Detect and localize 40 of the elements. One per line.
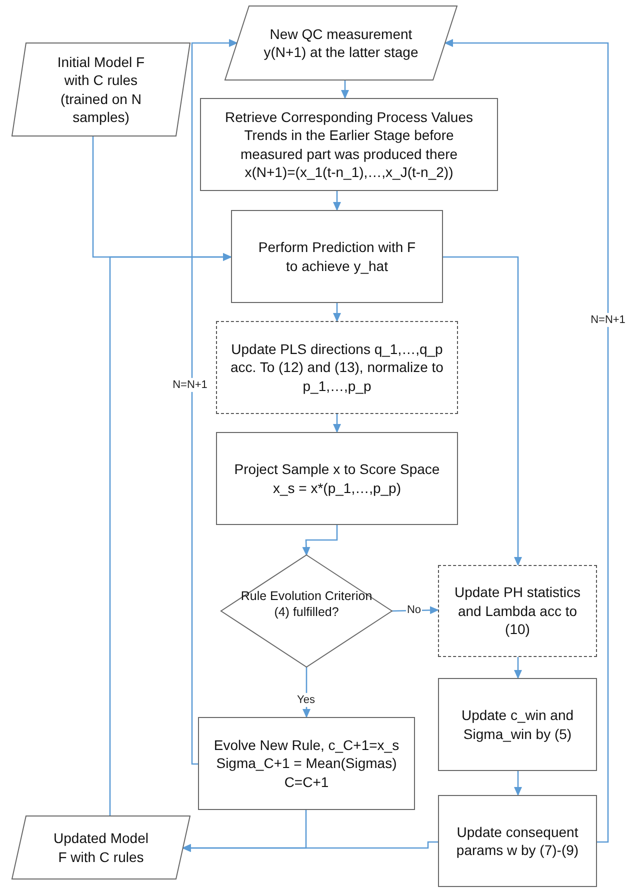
input-output-parallelogram: [225, 6, 457, 80]
process-box: [198, 717, 415, 810]
connector-arrow: [333, 303, 341, 322]
connector-arrow: [333, 191, 341, 211]
process-box: [216, 321, 458, 414]
process-box: [438, 795, 597, 887]
input-output-parallelogram: [12, 816, 190, 879]
process-box: [231, 210, 443, 303]
process-box: [438, 678, 597, 771]
connector-arrow: [341, 80, 349, 99]
connector-arrow: [182, 841, 438, 852]
node-text: Update consequent params w by (7)-(9): [455, 822, 580, 860]
node-text: Project Sample x to Score Space x_s = x*(p_1,…,p_p): [233, 460, 441, 497]
node-text: Perform Prediction with F to achieve y_hat: [257, 238, 417, 275]
connector-arrow: [302, 525, 338, 556]
connector-arrow: [514, 771, 522, 796]
connector-arrow: [109, 253, 232, 816]
process-box: [216, 432, 458, 525]
process-box: [438, 565, 597, 657]
edge-label: N=N+1: [172, 378, 208, 392]
node-text: Update PH statistics and Lambda acc to (10): [453, 583, 582, 639]
node-text: Retrieve Corresponding Process Values Trends in the Earlier Stage before measured part was produced there x(N+1)=(x_1(t-n_1),…,x_J(t-n_2)): [224, 108, 474, 182]
node-text: Update PLS directions q_1,…,q_p acc. To (12) and (13), normalize to p_1,…,p_p: [230, 340, 444, 396]
input-output-parallelogram: [12, 43, 190, 136]
node-text: Update c_win and Sigma_win by (5): [460, 706, 575, 743]
connector-arrow: [443, 256, 522, 566]
connector-arrow: [444, 39, 609, 843]
process-box: [200, 98, 498, 191]
connector-arrow: [302, 667, 310, 718]
connector-arrow: [333, 414, 341, 433]
node-text: New QC measurement y(N+1) at the latter stage: [262, 24, 420, 62]
edge-label: N=N+1: [590, 312, 626, 328]
node-text: Initial Model F with C rules (trained on N samples): [56, 52, 146, 126]
node-text: Rule Evolution Criterion (4) fulfilled?: [240, 588, 374, 620]
node-text: Evolve New Rule, c_C+1=x_s Sigma_C+1 = Mean(Sigmas) C=C+1: [212, 736, 400, 792]
edge-label: Yes: [296, 692, 316, 708]
decision-diamond: [221, 555, 392, 667]
connector-arrow: [191, 39, 238, 765]
connector-arrow: [514, 657, 522, 679]
node-text: Updated Model F with C rules: [52, 829, 150, 866]
